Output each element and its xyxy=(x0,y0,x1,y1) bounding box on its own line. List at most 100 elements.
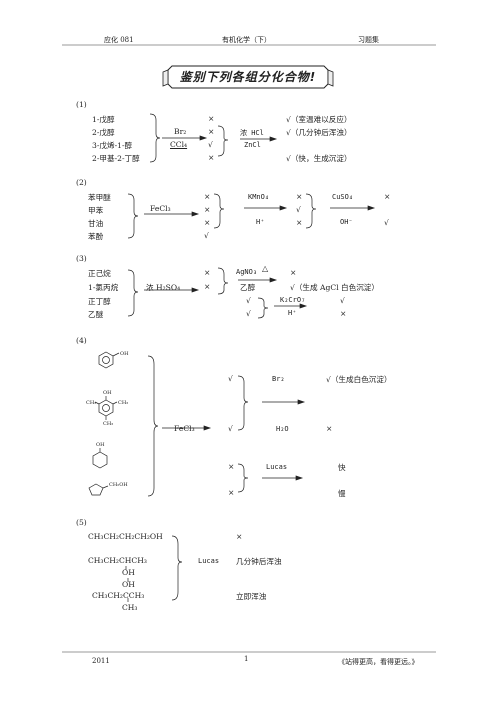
s1-lines xyxy=(149,113,278,163)
s1-mark: × xyxy=(208,127,215,136)
s4-label: (4) xyxy=(76,336,87,345)
s3-mark2: × xyxy=(290,268,297,277)
s3-compound: 正丁醇 xyxy=(88,297,111,306)
s2-mark2: √ xyxy=(296,205,301,214)
s3-reagent3: K₂CrO₇ xyxy=(280,296,306,304)
s2-reagent3: CuSO₄ xyxy=(332,193,354,201)
s3-mark: × xyxy=(204,282,211,291)
delta-symbol: △ xyxy=(262,264,269,273)
s4-lines xyxy=(147,355,306,497)
s4-mark: √ xyxy=(228,374,233,383)
s3-reagent3b: H⁺ xyxy=(288,309,297,317)
s1-mark: × xyxy=(208,114,215,123)
s1-reagent1: Br₂ xyxy=(174,127,187,136)
s3-label: (3) xyxy=(76,254,87,263)
header-left: 应化 081 xyxy=(104,36,134,44)
s3-mark3: √ xyxy=(340,296,345,305)
s1-compound: 2-戊醇 xyxy=(92,128,115,137)
s1-compound: 2-甲基-2-丁醇 xyxy=(92,154,140,163)
s4-reagent3: Lucas xyxy=(266,463,288,471)
s2-mark2: × xyxy=(296,192,303,201)
s5-substituent: OH xyxy=(122,568,135,577)
s2-mark3: √ xyxy=(384,218,389,227)
footer-right: 《站得更高，看得更远。》 xyxy=(338,658,419,666)
s3-mark: √ xyxy=(246,296,251,305)
s2-compound: 甘油 xyxy=(88,219,104,228)
s3-reagent2b: 乙醇 xyxy=(240,283,256,292)
s2-reagent2: KMnO₄ xyxy=(248,193,270,201)
header-center: 有机化学（下） xyxy=(222,36,271,44)
s3-compound: 1-氯丙烷 xyxy=(88,283,119,292)
s2-mark: × xyxy=(204,205,211,214)
s4-reagent2b: H₂O xyxy=(276,425,289,433)
title-banner-box: 鉴别下列各组分化合物! xyxy=(168,64,328,88)
s2-mark2: × xyxy=(296,218,303,227)
s3-mark: √ xyxy=(246,309,251,318)
s2-compound: 苯酚 xyxy=(88,232,104,241)
s2-compound: 苯甲醚 xyxy=(88,193,111,202)
s1-mark: × xyxy=(208,153,215,162)
s3-lines xyxy=(127,267,308,319)
s3-reagent2: AgNO₃ xyxy=(236,268,258,276)
s5-lines xyxy=(125,535,183,602)
s1-result: √（快，生成沉淀） xyxy=(286,154,352,163)
s5-compound: CH₃CH₂CHCH₃ xyxy=(88,556,147,565)
struct-label: CH₃ xyxy=(86,400,97,406)
s2-mark: × xyxy=(204,192,211,201)
s4-mark2b: × xyxy=(326,424,333,433)
page-title: 鉴别下列各组分化合物! xyxy=(179,70,317,84)
struct-label: CH₃ xyxy=(118,400,129,406)
struct-label: CH₃ xyxy=(103,421,114,427)
s1-result: √（室温难以反应） xyxy=(286,115,352,124)
s3-mark3: × xyxy=(340,309,347,318)
s4-result2: √（生成白色沉淀） xyxy=(326,375,392,384)
s3-reagent1: 浓 H₂SO₄ xyxy=(146,283,181,292)
header-right: 习题集 xyxy=(358,36,379,44)
s5-reagent: Lucas xyxy=(198,557,220,565)
s2-reagent3b: OH⁻ xyxy=(340,218,353,226)
s4-reagent1: FeCl₃ xyxy=(174,424,195,433)
struct-label: CH₂OH xyxy=(109,482,128,488)
s5-compound: CH₃CH₂CH₂CH₂OH xyxy=(88,532,163,541)
s2-mark: √ xyxy=(204,231,209,240)
s1-mark: √ xyxy=(208,140,213,149)
page-number: 1 xyxy=(244,655,249,663)
s1-result: √（几分钟后浑浊） xyxy=(286,128,352,137)
s5-compound: CH₃CH₂CCH₃ xyxy=(92,591,145,600)
s4-mark: × xyxy=(228,462,235,471)
s4-result3a: 快 xyxy=(338,463,346,472)
s1-compound: 1-戊醇 xyxy=(92,115,115,124)
s2-mark: × xyxy=(204,218,211,227)
s1-reagent2b: ZnCl xyxy=(244,141,261,149)
s5-substituent: CH₃ xyxy=(122,603,138,612)
s2-lines xyxy=(127,193,376,239)
struct-label: OH xyxy=(103,390,112,396)
s1-reagent1b: CCl₄ xyxy=(170,140,188,149)
struct-label: OH xyxy=(120,351,129,357)
s3-compound: 正己烷 xyxy=(88,269,111,278)
s5-label: (5) xyxy=(76,518,87,527)
footer-left: 2011 xyxy=(92,657,110,665)
s5-result: 立即浑浊 xyxy=(236,592,267,601)
s5-result: 几分钟后浑浊 xyxy=(236,557,282,566)
s3-mark: × xyxy=(204,268,211,277)
title-banner xyxy=(162,65,334,89)
s4-structures xyxy=(88,351,120,496)
s4-mark: √ xyxy=(228,424,233,433)
s4-result3b: 慢 xyxy=(338,489,346,498)
s2-label: (2) xyxy=(76,178,87,187)
s5-substituent: OH xyxy=(122,580,135,589)
s2-reagent1: FeCl₃ xyxy=(150,204,171,213)
s1-label: (1) xyxy=(76,100,87,109)
s2-compound: 甲苯 xyxy=(88,206,104,215)
s3-mark2: √（生成 AgCl 白色沉淀） xyxy=(290,283,379,292)
struct-label: OH xyxy=(96,442,105,448)
s5-result: × xyxy=(236,532,243,541)
s1-compound: 3-戊烯-1-醇 xyxy=(92,141,133,150)
s1-reagent2: 浓 HCl xyxy=(240,129,264,137)
s3-compound: 乙醚 xyxy=(88,310,104,319)
s4-mark: × xyxy=(228,488,235,497)
s2-mark3: × xyxy=(384,192,391,201)
s2-reagent2b: H⁺ xyxy=(256,218,265,226)
